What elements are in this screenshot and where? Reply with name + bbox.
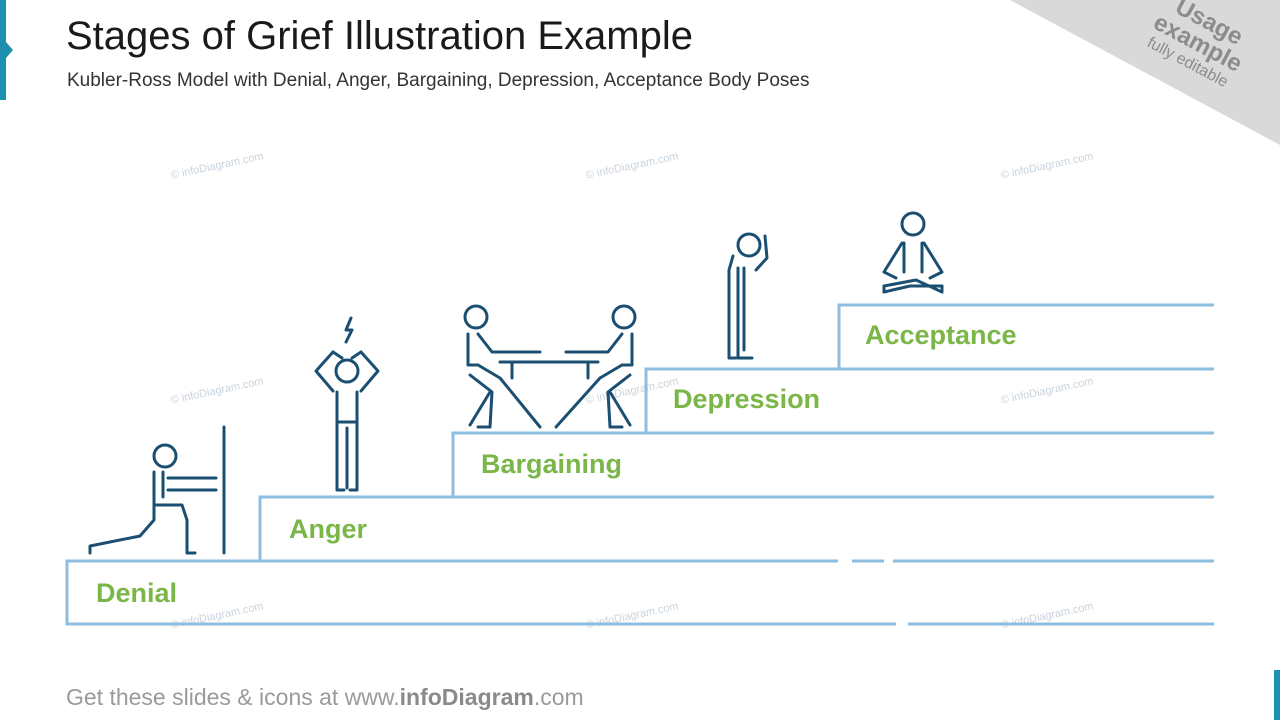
stage-label-bargaining: Bargaining — [481, 449, 623, 479]
two-people-negotiating-icon — [463, 304, 637, 429]
step-denial — [65, 559, 896, 626]
stage-label-denial: Denial — [96, 578, 178, 608]
step-acceptance — [837, 303, 1214, 369]
angry-person-icon — [314, 316, 380, 492]
stage-label-acceptance: Acceptance — [865, 320, 1017, 350]
person-pushing-wall-icon — [88, 425, 226, 555]
meditating-person-icon — [882, 211, 944, 294]
badge-triangle — [1010, 0, 1280, 145]
accent-bar — [0, 0, 6, 100]
accent-notch — [6, 42, 13, 58]
stage-label-anger: Anger — [289, 514, 368, 544]
stair-steps — [65, 303, 1214, 626]
footer-promo: Get these slides & icons at www.infoDiag… — [66, 684, 584, 711]
footer-suffix: .com — [533, 684, 584, 710]
page-title: Stages of Grief Illustration Example — [66, 14, 693, 58]
step-bargaining — [451, 431, 1214, 497]
step-depression — [644, 367, 1214, 433]
step-anger — [258, 495, 1214, 561]
page-subtitle: Kubler-Ross Model with Denial, Anger, Ba… — [67, 70, 810, 91]
footer-accent-bar — [1274, 670, 1280, 720]
footer-prefix: Get these slides & icons at www. — [66, 684, 400, 710]
stage-label-depression: Depression — [673, 384, 821, 414]
usage-example-badge: Usage example fully editable — [1010, 0, 1280, 145]
footer-brand: infoDiagram — [399, 684, 534, 710]
sad-standing-person-icon — [727, 232, 769, 360]
